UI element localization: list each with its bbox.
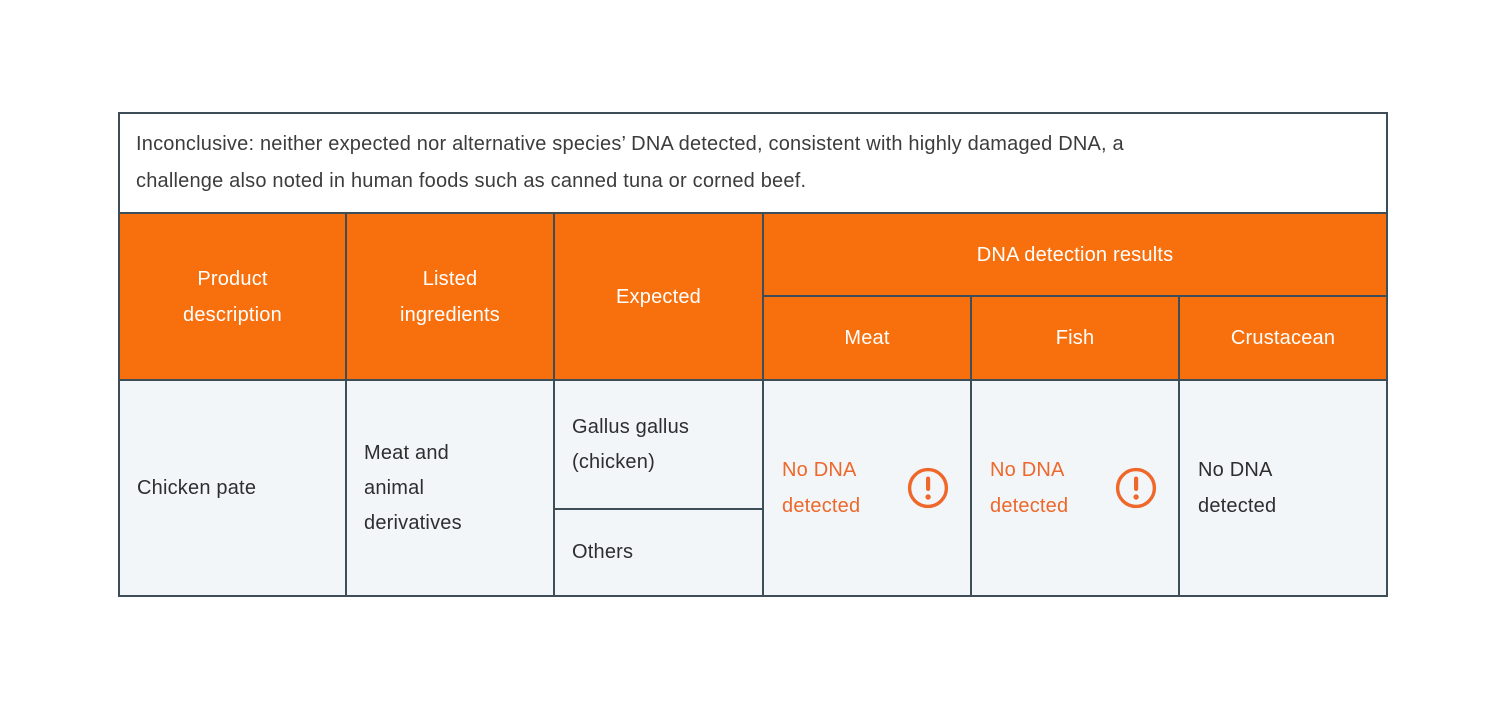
col-header-fish-label: Fish [1055,327,1095,349]
result-fish: No DNA detected [972,452,1178,524]
listed-ingredients-value: Meat and animal derivatives [364,441,462,534]
col-header-product-description: Product description [118,212,347,381]
col-header-listed-ingredients: Listed ingredients [345,212,555,381]
col-header-expected: Expected [553,212,764,381]
expected-primary-subcell: Gallus gallus (chicken) [555,381,762,510]
table-row-chicken-pate: Chicken pate Meat and animal derivatives… [118,379,1389,597]
col-header-meat-label: Meat [844,327,890,349]
result-fish-value: No DNA detected [990,459,1069,517]
warning-icon [906,466,950,510]
warning-icon [1114,466,1158,510]
col-header-meat: Meat [762,295,972,381]
expected-secondary-subcell: Others [555,510,762,595]
col-header-expected-label: Expected [616,285,701,308]
expected-primary-value: Gallus gallus (chicken) [572,415,690,473]
cell-expected: Gallus gallus (chicken) Others [553,379,764,597]
note-row: Inconclusive: neither expected nor alter… [117,112,1389,214]
cell-result-crustacean: No DNA detected [1177,379,1389,597]
cell-listed-ingredients: Meat and animal derivatives [345,379,555,597]
result-crustacean-value: No DNA detected [1198,459,1277,517]
col-header-crustacean-label: Crustacean [1230,327,1336,349]
col-header-listed-ingredients-label: Listed ingredients [399,267,501,326]
col-header-crustacean: Crustacean [1177,295,1389,381]
result-meat-value: No DNA detected [782,459,861,517]
col-header-dna-detection-results-label: DNA detection results [976,243,1174,266]
header-row-sub: Meat Fish Crustacean [119,295,1389,381]
inconclusive-note-cell: Inconclusive: neither expected nor alter… [117,112,1389,214]
expected-secondary-value: Others [572,541,634,563]
header-row-top: Product description Listed ingredients E… [118,212,1389,381]
cell-result-meat: No DNA detected [762,379,972,597]
result-crustacean: No DNA detected [1180,452,1386,524]
dna-results-table: Inconclusive: neither expected nor alter… [117,112,1389,597]
col-header-product-description-label: Product description [183,267,282,326]
col-header-fish: Fish [970,295,1180,381]
product-description-value: Chicken pate [137,476,257,499]
cell-product-description: Chicken pate [118,379,347,597]
cell-result-fish: No DNA detected [970,379,1180,597]
result-meat: No DNA detected [764,452,970,524]
inconclusive-note-text: Inconclusive: neither expected nor alter… [136,133,1124,192]
col-header-dna-detection-results: DNA detection results [761,212,1389,297]
